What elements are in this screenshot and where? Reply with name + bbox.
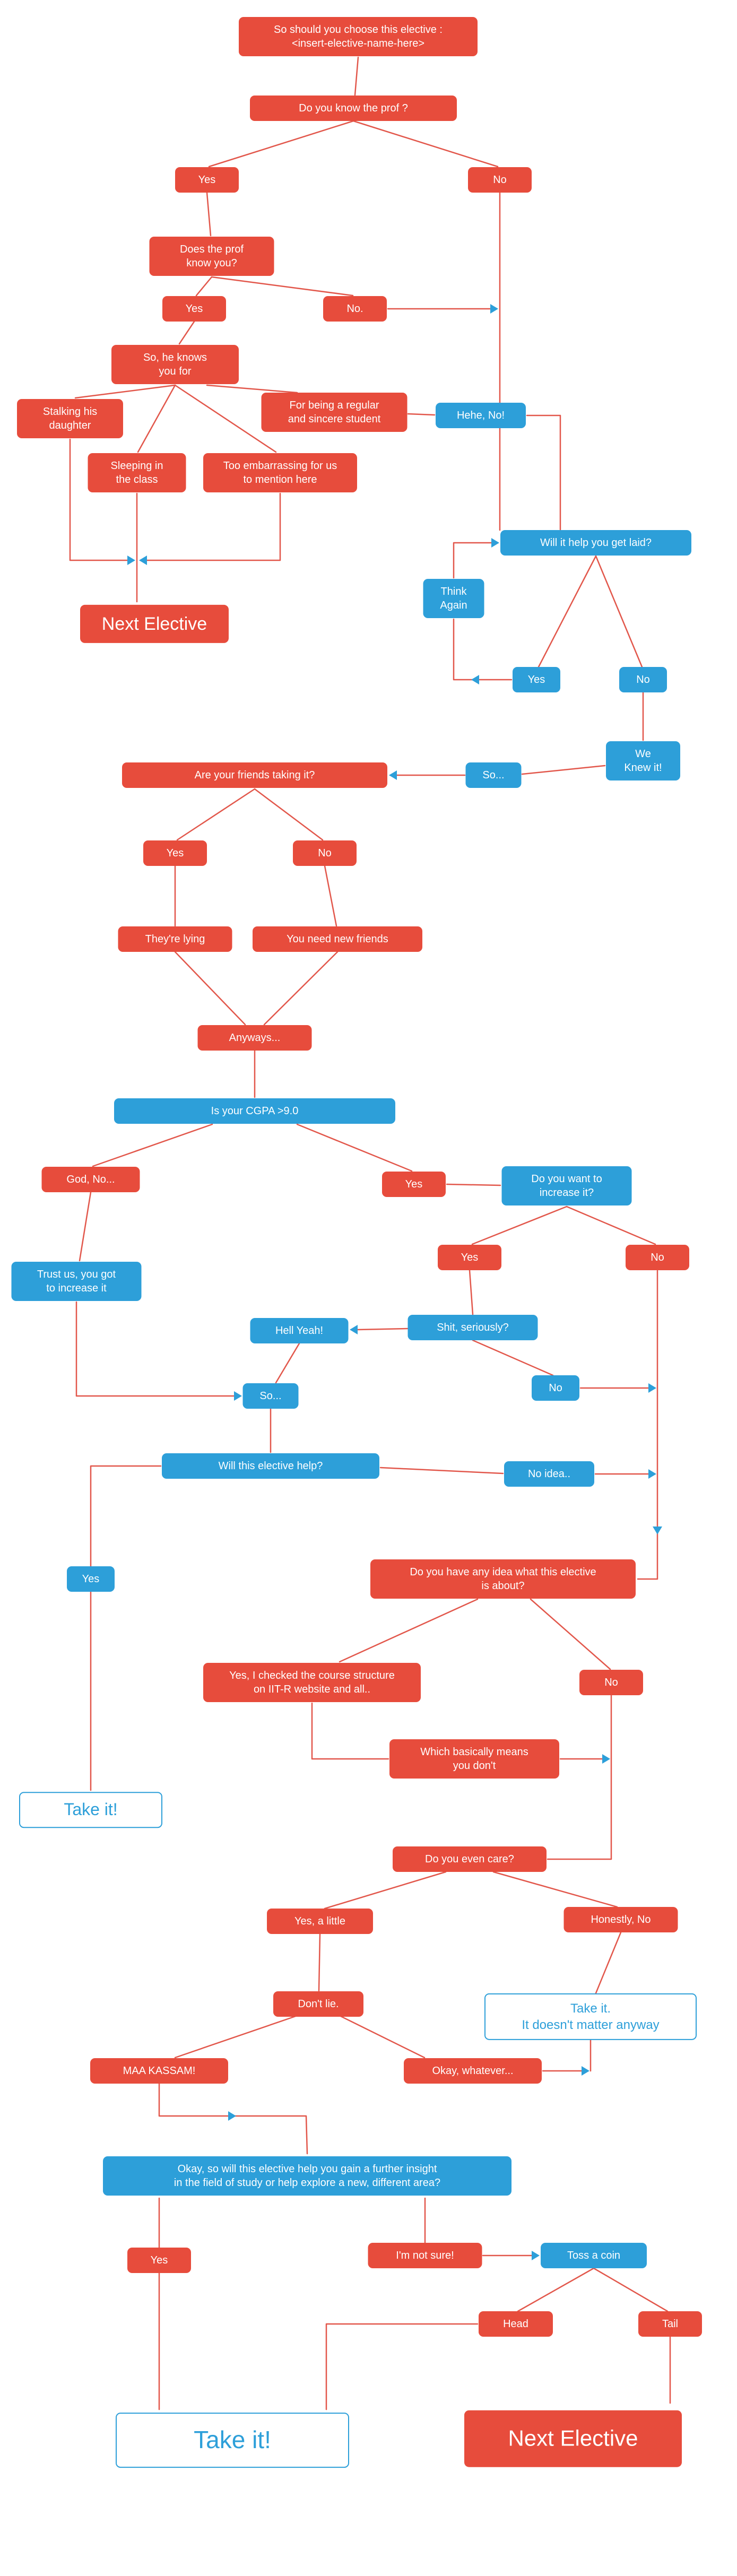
- node-yes-cgpa: Yes: [382, 1172, 446, 1197]
- node-next-elective-final: Next Elective: [464, 2410, 682, 2467]
- node-trust-us: Trust us, you got to increase it: [11, 1262, 142, 1301]
- node-so-1: So...: [465, 762, 522, 788]
- edge-arrowheads: [127, 304, 662, 2260]
- node-no-laid: No: [619, 667, 667, 692]
- node-get-laid: Will it help you get laid?: [500, 530, 691, 556]
- node-yes-increase: Yes: [438, 1245, 501, 1270]
- node-any-idea: Do you have any idea what this elective …: [370, 1559, 636, 1599]
- node-increase: Do you want to increase it?: [501, 1166, 632, 1205]
- node-yes-laid: Yes: [513, 667, 560, 692]
- node-even-care: Do you even care?: [393, 1846, 547, 1872]
- node-toss-coin: Toss a coin: [541, 2243, 647, 2268]
- node-dont-lie: Don't lie.: [273, 1991, 363, 2017]
- node-cgpa: Is your CGPA >9.0: [114, 1098, 395, 1124]
- node-no-about: No: [579, 1670, 643, 1695]
- node-not-sure: I'm not sure!: [368, 2243, 482, 2268]
- node-god-no: God, No...: [41, 1167, 140, 1192]
- node-anyways: Anyways...: [197, 1025, 312, 1051]
- node-yes-know: Yes: [175, 167, 239, 193]
- node-yes-prof: Yes: [162, 296, 226, 322]
- node-next-elective-1: Next Elective: [80, 604, 229, 644]
- node-take-it-final: Take it!: [116, 2413, 349, 2468]
- node-regular-student: For being a regular and sincere student: [261, 393, 407, 432]
- node-maa-kassam: MAA KASSAM!: [90, 2058, 228, 2084]
- node-friends-taking: Are your friends taking it?: [122, 762, 387, 788]
- node-take-it-2: Take it. It doesn't matter anyway: [484, 1993, 697, 2041]
- node-hell-yeah: Hell Yeah!: [250, 1318, 349, 1343]
- node-knows-for: So, he knows you for: [111, 345, 239, 384]
- node-theyre-lying: They're lying: [118, 926, 232, 952]
- node-stalking: Stalking his daughter: [17, 399, 123, 438]
- node-hehe-no: Hehe, No!: [436, 403, 526, 428]
- node-new-friends: You need new friends: [253, 926, 422, 952]
- node-yes-friends: Yes: [143, 840, 207, 866]
- node-seriously: Shit, seriously?: [407, 1315, 538, 1340]
- node-so-2: So...: [242, 1383, 299, 1409]
- node-checked-structure: Yes, I checked the course structure on I…: [203, 1663, 421, 1702]
- node-start: So should you choose this elective : <in…: [239, 17, 478, 56]
- node-prof-know-you: Does the prof know you?: [149, 237, 274, 276]
- node-we-knew: We Knew it!: [606, 741, 680, 780]
- node-honestly-no: Honestly, No: [563, 1907, 678, 1932]
- node-elective-help: Will this elective help?: [162, 1453, 379, 1479]
- node-sleeping: Sleeping in the class: [88, 453, 186, 492]
- node-basically: Which basically means you don't: [389, 1739, 559, 1779]
- node-insight-question: Okay, so will this elective help you gai…: [103, 2156, 511, 2196]
- node-no-idea: No idea..: [504, 1461, 594, 1487]
- node-no-seriously: No: [532, 1375, 579, 1401]
- node-yes-help: Yes: [67, 1566, 115, 1592]
- node-tail: Tail: [638, 2311, 702, 2337]
- node-no-know: No: [468, 167, 532, 193]
- node-take-it-1: Take it!: [19, 1792, 162, 1828]
- edge-lines: [69, 56, 671, 2410]
- node-yes-little: Yes, a little: [267, 1909, 373, 1934]
- node-no-increase: No: [626, 1245, 689, 1270]
- node-head: Head: [479, 2311, 553, 2337]
- node-know-prof: Do you know the prof ?: [250, 96, 457, 121]
- node-yes-insight: Yes: [127, 2248, 191, 2273]
- node-think-again: Think Again: [423, 579, 484, 618]
- node-no-friends: No: [293, 840, 357, 866]
- node-okay-whatever: Okay, whatever...: [404, 2058, 542, 2084]
- node-no-prof: No.: [323, 296, 387, 322]
- node-embarrassing: Too embarrassing for us to mention here: [203, 453, 357, 492]
